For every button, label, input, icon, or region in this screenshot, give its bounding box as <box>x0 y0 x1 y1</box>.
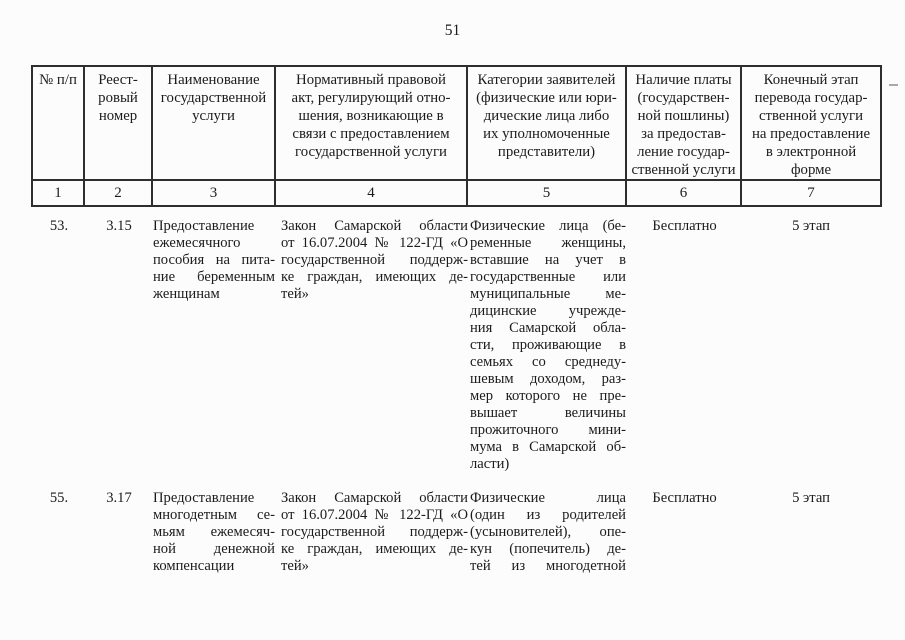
cell-num: 53. <box>49 218 69 234</box>
cell-fee: Бесплатно <box>652 490 717 506</box>
text-line: прожиточного мини- <box>470 422 626 438</box>
text-line: Физические лица <box>470 490 626 506</box>
text-line: мер которого не пре- <box>470 388 626 404</box>
text-line: ния Самарской обла- <box>470 320 626 336</box>
text-line: компенсации <box>153 558 235 574</box>
column-index-fee: 6 <box>627 179 742 205</box>
text-line: государственной поддерж- <box>281 524 468 540</box>
text-line: ке граждан, имеющих де- <box>281 269 468 285</box>
text-line: Физические лица (бе- <box>470 218 626 234</box>
column-header-act: Нормативный правовой акт, регулирующий о… <box>276 67 468 179</box>
text-line: многодетным се- <box>153 507 275 523</box>
column-index-num: 1 <box>33 179 85 205</box>
column-index-stage: 7 <box>742 179 880 205</box>
text-line: муниципальные ме- <box>470 286 626 302</box>
text-line: ние беременным <box>153 269 275 285</box>
text-line: мума в Самарской об- <box>470 439 626 455</box>
column-index-registry: 2 <box>85 179 153 205</box>
text-line: ежемесячного <box>153 235 241 251</box>
column-header-fee: Наличие платы (государствен- ной пошлины… <box>627 67 742 179</box>
text-line: ке граждан, имеющих де- <box>281 541 468 557</box>
text-line: тей» <box>281 558 309 574</box>
text-line: (один из родителей <box>470 507 626 523</box>
cell-categories: Физические лица(один из родителей(усынов… <box>468 490 627 575</box>
text-line: пособия на пита- <box>153 252 275 268</box>
page-number: 51 <box>444 22 461 39</box>
cell-categories: Физические лица (бе-ременные женщины,вст… <box>468 218 627 473</box>
text-line: Закон Самарской области <box>281 218 468 234</box>
text-line: государственные или <box>470 269 626 285</box>
text-line: от 16.07.2004 № 122-ГД «О <box>281 235 468 251</box>
cell-num: 55. <box>49 490 69 506</box>
column-header-registry: Реест- ровый номер <box>85 67 153 179</box>
text-line: мьям ежемесяч- <box>153 524 275 540</box>
text-line: от 16.07.2004 № 122-ГД «О <box>281 507 468 523</box>
text-line: ременные женщины, <box>470 235 626 251</box>
text-line: Предоставление <box>153 218 255 234</box>
text-line: шевым доходом, раз- <box>470 371 626 387</box>
column-index-name: 3 <box>153 179 276 205</box>
text-line: Закон Самарской области <box>281 490 468 506</box>
column-header-name: Наименование государственной услуги <box>153 67 276 179</box>
text-line: государственной поддерж- <box>281 252 468 268</box>
column-header-num: № п/п <box>33 67 85 179</box>
cell-stage: 5 этап <box>792 490 830 506</box>
text-line: дицинские учрежде- <box>470 303 626 319</box>
text-line: ной денежной <box>153 541 275 557</box>
text-line: (усыновителей), опе- <box>470 524 626 540</box>
text-line: тей из многодетной <box>470 558 626 574</box>
text-line: вышает величины <box>470 405 626 421</box>
text-line: женщинам <box>153 286 220 302</box>
column-index-act: 4 <box>276 179 468 205</box>
cell-stage: 5 этап <box>792 218 830 234</box>
text-line: Предоставление <box>153 490 255 506</box>
text-line: кун (попечитель) де- <box>470 541 626 557</box>
cell-fee: Бесплатно <box>652 218 717 234</box>
text-line: вставшие на учет в <box>470 252 626 268</box>
text-line: тей» <box>281 286 309 302</box>
cell-registry: 3.15 <box>106 218 132 234</box>
column-header-categories: Категории заявителей (физические или юри… <box>468 67 627 179</box>
column-header-stage: Конечный этап перевода государ- ственной… <box>751 72 871 178</box>
column-index-categories: 5 <box>468 179 627 205</box>
text-line: семьях со среднеду- <box>470 354 626 370</box>
scan-artifact <box>889 84 898 86</box>
text-line: сти, проживающие в <box>470 337 626 353</box>
cell-registry: 3.17 <box>106 490 132 506</box>
text-line: ласти) <box>470 456 510 472</box>
